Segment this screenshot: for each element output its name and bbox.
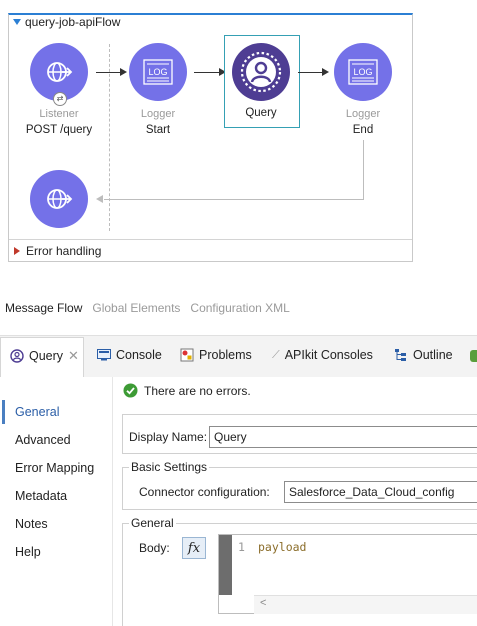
apikit-icon: ⟋ (272, 348, 280, 361)
display-name-label: Display Name: (129, 430, 208, 444)
view-tab-console-label: Console (116, 348, 162, 362)
display-name-field[interactable]: Query (209, 426, 477, 448)
horizontal-scrollbar[interactable] (254, 595, 477, 614)
view-tab-query-label: Query (29, 349, 64, 363)
sidebar-item-help[interactable]: Help (15, 545, 41, 559)
query-name-label: Query (245, 107, 277, 119)
flow-arrow (298, 72, 322, 73)
logger-end-type-label: Logger (345, 108, 381, 120)
listener-node[interactable] (30, 43, 88, 101)
globe-arrow-icon (47, 62, 73, 82)
log-icon: LOG (348, 59, 378, 85)
flow-title: query-job-apiFlow (25, 15, 121, 29)
globe-arrow-icon (47, 189, 73, 209)
outline-icon (395, 349, 406, 361)
status-message: There are no errors. (144, 383, 251, 398)
editor-tabs: Message Flow Global Elements Configurati… (5, 301, 290, 315)
view-tab-active-bg (0, 337, 84, 377)
code-gutter-marker (219, 535, 232, 595)
logger-start-type-label: Logger (140, 108, 176, 120)
view-tab-outline[interactable]: Outline (394, 348, 453, 362)
basic-settings-group (122, 467, 477, 510)
close-icon[interactable]: ✕ (68, 348, 79, 363)
body-code-text[interactable]: payload (258, 540, 307, 554)
flow-header[interactable]: query-job-apiFlow (13, 15, 120, 29)
view-tab-apikit-label: APIkit Consoles (284, 348, 373, 362)
return-path-vertical (363, 140, 364, 199)
tab-message-flow[interactable]: Message Flow (5, 301, 83, 315)
view-tab-console[interactable]: Console (97, 348, 162, 362)
body-label: Body: (139, 541, 170, 555)
logger-end-name-label: End (352, 124, 374, 136)
response-node[interactable] (30, 170, 88, 228)
scroll-left-icon[interactable]: < (260, 597, 267, 609)
fx-toggle-button[interactable]: fx (182, 537, 206, 559)
log-icon: LOG (143, 59, 173, 85)
listener-type-label: Listener (39, 108, 79, 120)
sidebar-divider (112, 377, 113, 626)
error-handling-section[interactable]: Error handling (14, 244, 101, 258)
source-badge-icon: ⇄ (53, 92, 67, 106)
check-circle-icon (123, 383, 138, 398)
tab-configuration-xml[interactable]: Configuration XML (190, 301, 290, 315)
view-tab-query[interactable]: Query ✕ (10, 348, 79, 364)
sidebar-active-indicator (2, 400, 5, 424)
connector-config-label: Connector configuration: (139, 485, 270, 499)
line-number: 1 (238, 540, 245, 554)
view-tab-problems-label: Problems (199, 348, 252, 362)
basic-settings-label: Basic Settings (129, 460, 210, 474)
view-tab-apikit[interactable]: ⟋ APIkit Consoles (272, 348, 373, 362)
log-icon-text: LOG (353, 67, 372, 77)
person-icon (240, 51, 282, 93)
display-name-group (122, 414, 477, 454)
arrow-head-icon (120, 68, 127, 76)
arrow-head-icon (322, 68, 329, 76)
source-divider (109, 44, 110, 231)
logger-start-node[interactable]: LOG (129, 43, 187, 101)
return-path-horizontal (104, 199, 364, 200)
collapse-triangle-icon[interactable] (13, 19, 21, 25)
sidebar-item-general[interactable]: General (15, 405, 60, 419)
overflow-tab-icon[interactable] (470, 350, 477, 362)
problems-icon (180, 348, 194, 362)
query-node[interactable] (232, 43, 290, 101)
logger-end-node[interactable]: LOG (334, 43, 392, 101)
sidebar-item-error-mapping[interactable]: Error Mapping (15, 461, 95, 475)
person-icon (10, 349, 24, 363)
status-bar: There are no errors. (123, 383, 251, 398)
flow-arrow (194, 72, 219, 73)
sidebar-item-advanced[interactable]: Advanced (15, 433, 71, 447)
return-arrow-head-icon (96, 195, 103, 203)
sidebar-item-notes[interactable]: Notes (15, 517, 48, 531)
connector-config-select[interactable]: Salesforce_Data_Cloud_config (284, 481, 477, 503)
tab-global-elements[interactable]: Global Elements (92, 301, 181, 315)
expand-triangle-icon[interactable] (14, 247, 20, 255)
console-icon (97, 349, 111, 361)
sidebar-item-metadata[interactable]: Metadata (15, 489, 68, 503)
error-handling-label: Error handling (26, 244, 102, 258)
error-handling-divider (9, 239, 412, 240)
arrow-head-icon (219, 68, 226, 76)
logger-start-name-label: Start (145, 124, 171, 136)
log-icon-text: LOG (148, 67, 167, 77)
general-group (122, 523, 477, 626)
general-group-label: General (129, 516, 176, 530)
view-tab-outline-label: Outline (413, 348, 453, 362)
listener-name-label: POST /query (25, 124, 93, 136)
flow-arrow (96, 72, 120, 73)
view-tab-problems[interactable]: Problems (180, 348, 252, 362)
